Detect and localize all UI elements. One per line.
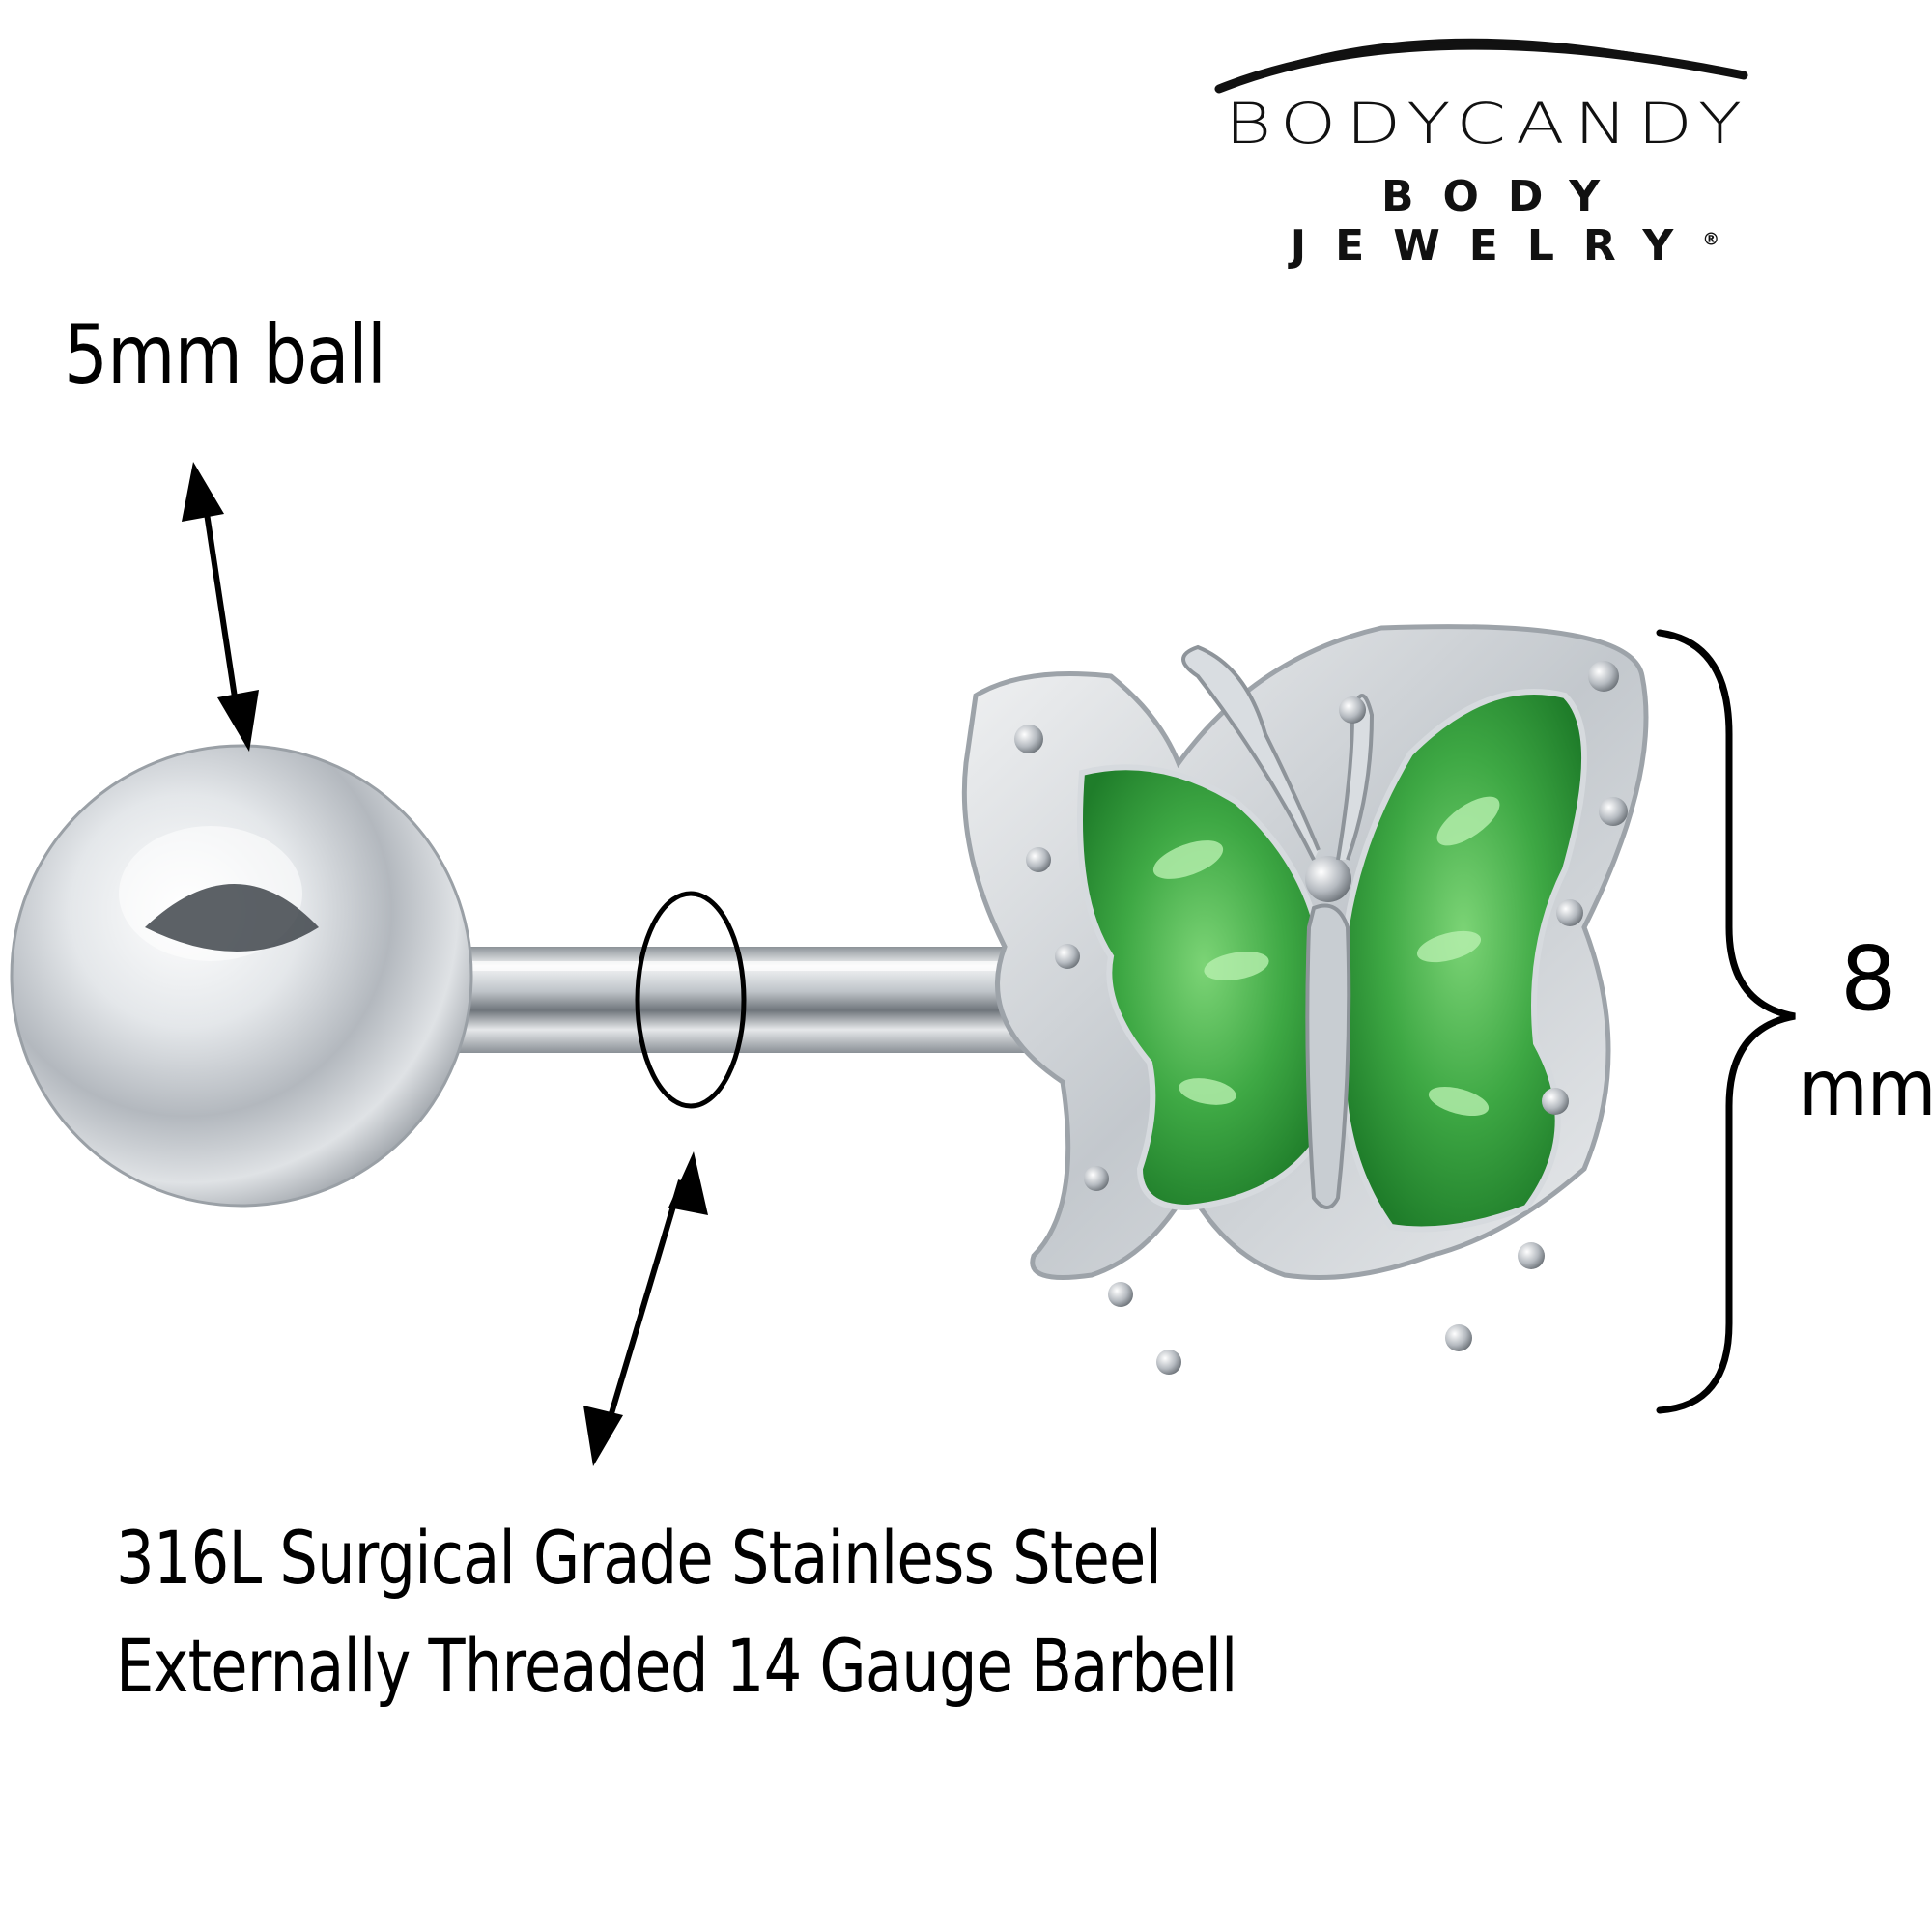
trademark-symbol: ® xyxy=(1702,229,1720,250)
threading-label: Externally Threaded 14 Gauge Barbell xyxy=(116,1623,1237,1709)
brand-name: BODYCANDY xyxy=(1224,92,1752,157)
brand-tagline-text: BODY JEWELRY xyxy=(1290,172,1703,270)
ball-dimension-arrow-icon xyxy=(182,462,259,752)
barbell-bar xyxy=(290,947,1063,1053)
butterfly-charm xyxy=(961,624,1649,1375)
gauge-ring-icon xyxy=(635,891,747,1109)
height-unit-label: mm xyxy=(1799,1043,1932,1133)
gauge-dimension-arrow-icon xyxy=(583,1151,708,1466)
steel-ball xyxy=(10,744,473,1208)
material-label: 316L Surgical Grade Stainless Steel xyxy=(116,1515,1162,1601)
height-value-label: 8 xyxy=(1840,927,1897,1031)
ball-size-label: 5mm ball xyxy=(64,307,386,402)
brand-tagline: BODY JEWELRY® xyxy=(1148,172,1862,270)
height-brace-icon xyxy=(1656,629,1796,1414)
